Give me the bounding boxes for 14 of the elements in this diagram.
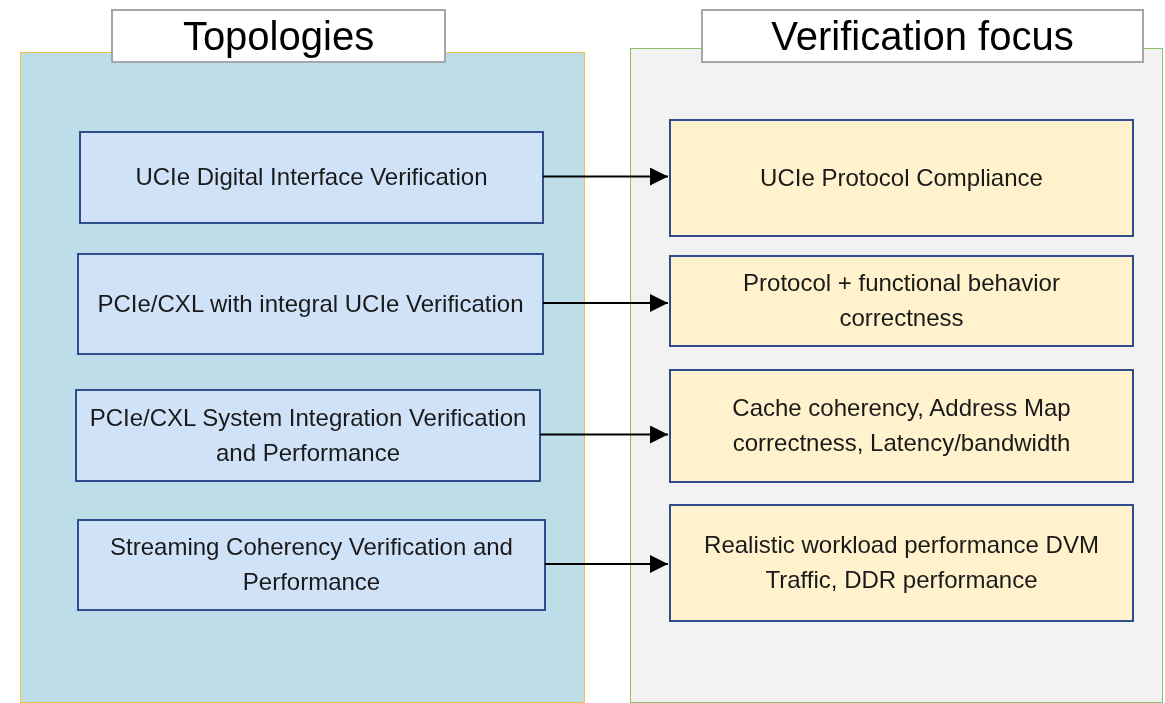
process-box: UCIe Digital Interface Verification — [79, 131, 544, 224]
process-box: Protocol + functional behavior correctness — [669, 255, 1134, 347]
process-box: Cache coherency, Address Map correctness, Latency/bandwidth — [669, 369, 1134, 483]
process-box: Streaming Coherency Verification and Performance — [77, 519, 546, 611]
process-box: PCIe/CXL with integral UCIe Verification — [77, 253, 544, 355]
arrow — [542, 167, 669, 186]
arrow — [539, 425, 669, 444]
panel-heading: Topologies — [111, 9, 446, 63]
process-box: Realistic workload performance DVM Traffic, DDR performance — [669, 504, 1134, 622]
panel-heading: Verification focus — [701, 9, 1144, 63]
process-box: UCIe Protocol Compliance — [669, 119, 1134, 237]
process-box: PCIe/CXL System Integration Verification and Performance — [75, 389, 541, 482]
arrow — [544, 555, 669, 573]
arrow — [542, 294, 669, 312]
